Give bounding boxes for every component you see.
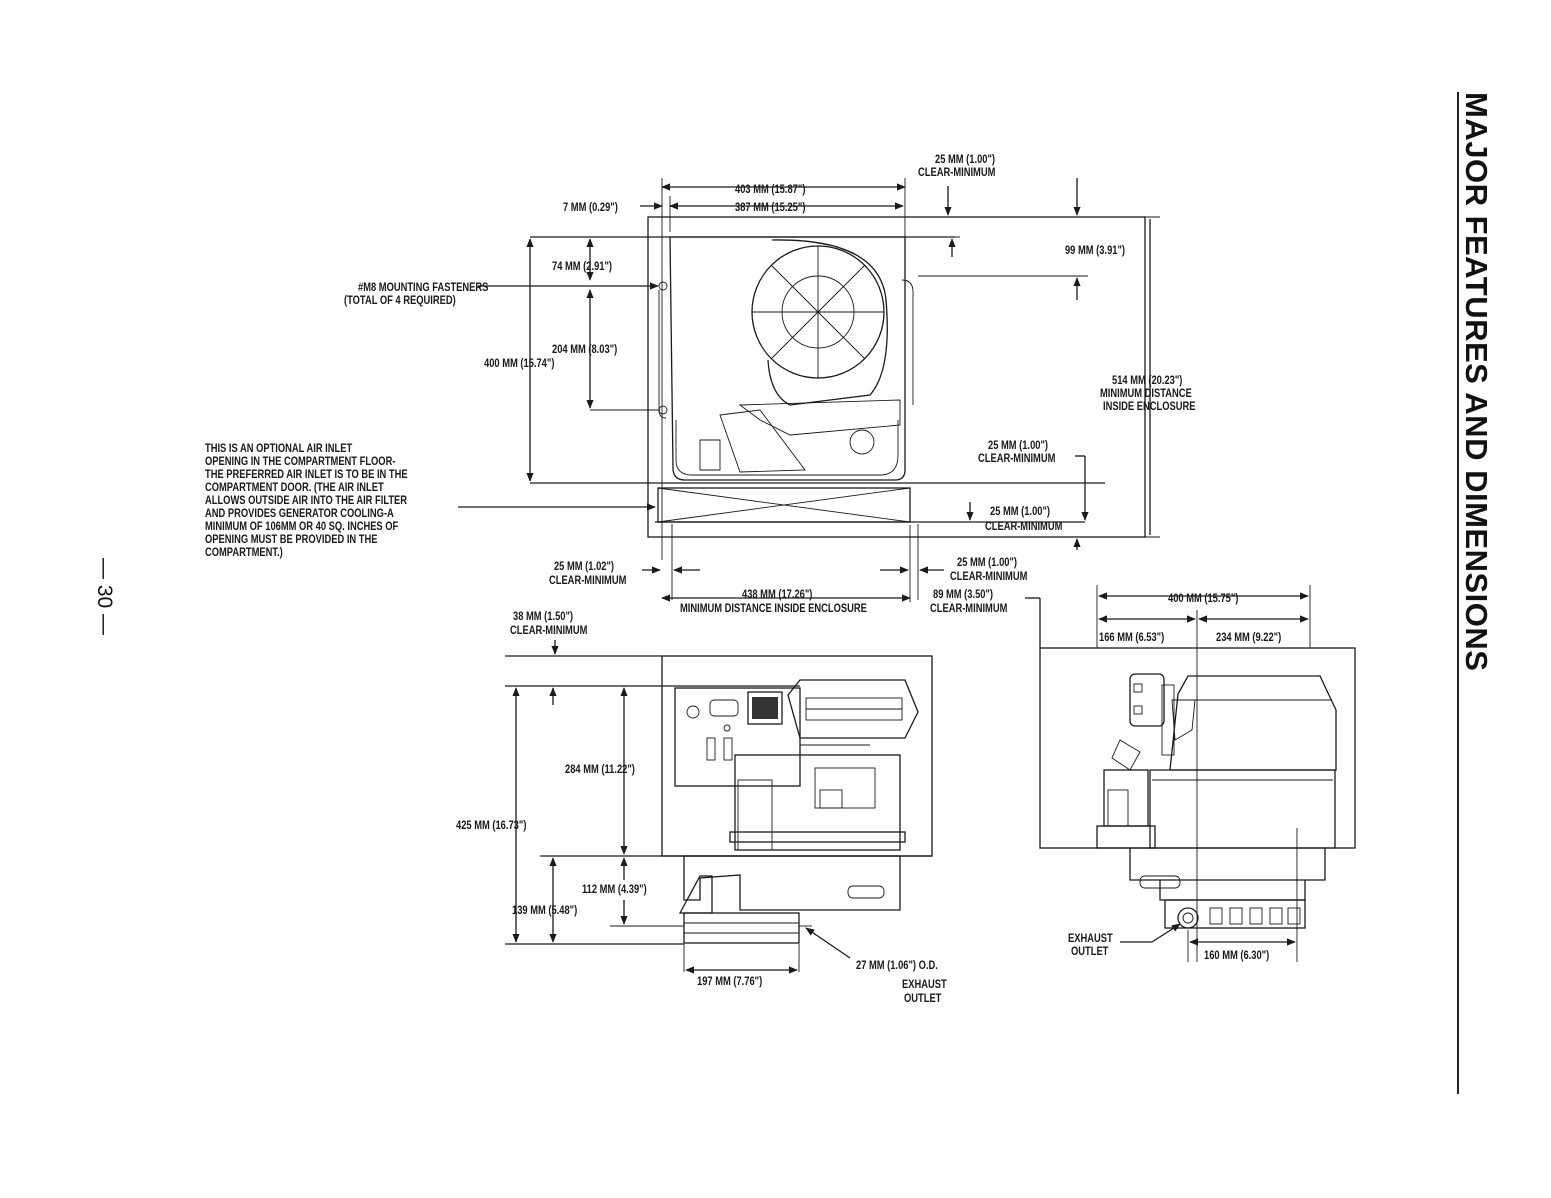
dim-438-label: 438 MM (17.26"): [742, 588, 813, 601]
air-inlet-note-line: COMPARTMENT DOOR. (THE AIR INLET: [205, 481, 384, 494]
air-inlet-note-line: THIS IS AN OPTIONAL AIR INLET: [205, 442, 353, 455]
air-inlet-note-line: MINIMUM OF 106MM OR 40 SQ. INCHES OF: [205, 520, 399, 533]
dim-38-clear: CLEAR-MINIMUM: [510, 624, 587, 637]
front-exhaust-label: EXHAUST: [902, 978, 947, 991]
side-exhaust-label: EXHAUST: [1068, 932, 1113, 945]
top-view: [458, 178, 1160, 648]
dim-25-top-clear: CLEAR-MINIMUM: [918, 166, 995, 179]
dim-403-label: 403 MM (15.87"): [735, 183, 806, 196]
dim-25-right-label: 25 MM (1.00"): [988, 439, 1048, 452]
dim-112-label: 112 MM (4.39"): [582, 883, 647, 896]
dim-425-label: 425 MM (16.73"): [456, 819, 527, 832]
dim-25-right-clear: CLEAR-MINIMUM: [978, 452, 1055, 465]
front-exhaust-outlet: OUTLET: [904, 992, 942, 1005]
dim-284-label: 284 MM (11.22"): [565, 763, 635, 776]
dim-25-left-label: 25 MM (1.02"): [554, 560, 614, 573]
air-inlet-note-line: AND PROVIDES GENERATOR COOLING-A: [205, 507, 394, 520]
side-view: [1039, 585, 1356, 962]
fasteners-count: (TOTAL OF 4 REQUIRED): [344, 294, 456, 307]
air-inlet-note-line: ALLOWS OUTSIDE AIR INTO THE AIR FILTER: [205, 494, 407, 507]
dim-514-min: MINIMUM DISTANCE: [1100, 387, 1192, 400]
dim-25-top-label: 25 MM (1.00"): [935, 153, 995, 166]
side-dim-234-label: 234 MM (9.22"): [1216, 631, 1282, 644]
air-inlet-note-line: COMPARTMENT.): [205, 546, 283, 559]
dim-25-mid-clear: CLEAR-MINIMUM: [985, 520, 1062, 533]
dim-514-label: 514 MM (20.23"): [1112, 374, 1183, 387]
fasteners-label: #M8 MOUNTING FASTENERS: [358, 281, 488, 294]
dim-514-inside: INSIDE ENCLOSURE: [1103, 400, 1195, 413]
dim-139-label: 139 MM (5.48"): [512, 904, 578, 917]
dim-89-label: 89 MM (3.50"): [933, 588, 993, 601]
dim-25-bot-label: 25 MM (1.00"): [957, 556, 1017, 569]
dim-25-mid-label: 25 MM (1.00"): [990, 505, 1050, 518]
dim-74-label: 74 MM (2.91"): [552, 260, 612, 273]
side-dim-166-label: 166 MM (6.53"): [1099, 631, 1165, 644]
air-inlet-note-line: OPENING IN THE COMPARTMENT FLOOR-: [205, 455, 396, 468]
dim-38-label: 38 MM (1.50"): [513, 610, 573, 623]
dim-438-min: MINIMUM DISTANCE INSIDE ENCLOSURE: [680, 602, 867, 615]
side-exhaust-outlet: OUTLET: [1071, 945, 1109, 958]
side-dim-160-label: 160 MM (6.30"): [1204, 949, 1270, 962]
dim-7-label: 7 MM (0.29"): [563, 201, 618, 214]
dim-25-bot-clear: CLEAR-MINIMUM: [950, 570, 1027, 583]
air-inlet-note-line: THE PREFERRED AIR INLET IS TO BE IN THE: [205, 468, 408, 481]
dim-25-left-clear: CLEAR-MINIMUM: [549, 574, 626, 587]
title-rule: [1457, 92, 1459, 1094]
dim-387-label: 387 MM (15.25"): [735, 201, 806, 214]
side-dim-400-label: 400 MM (15.75"): [1168, 592, 1239, 605]
dim-27-label: 27 MM (1.06") O.D.: [856, 959, 938, 972]
dim-99-label: 99 MM (3.91"): [1065, 244, 1125, 257]
dim-89-clear: CLEAR-MINIMUM: [930, 602, 1007, 615]
dim-204-label: 204 MM (8.03"): [552, 343, 618, 356]
dim-197-label: 197 MM (7.76"): [697, 975, 763, 988]
front-view: [505, 640, 933, 974]
air-inlet-note: THIS IS AN OPTIONAL AIR INLET OPENING IN…: [205, 442, 408, 559]
dim-400-left-label: 400 MM (15.74"): [484, 357, 555, 370]
air-inlet-note-line: OPENING MUST BE PROVIDED IN THE: [205, 533, 377, 546]
